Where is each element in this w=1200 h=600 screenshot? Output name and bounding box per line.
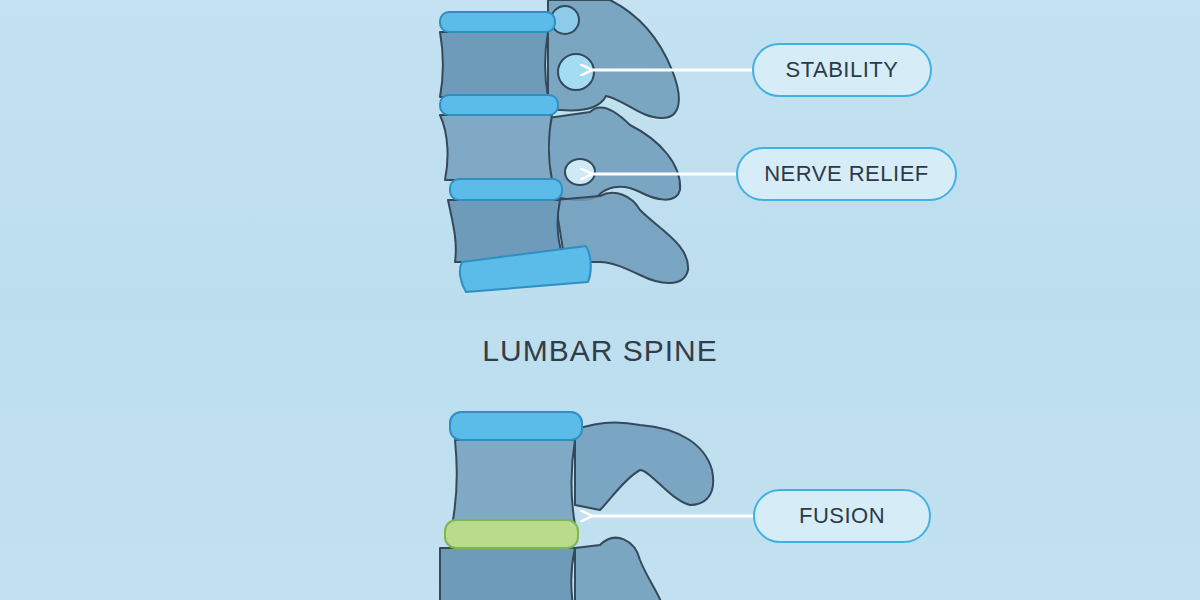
section-title: LUMBAR SPINE	[0, 334, 1200, 368]
label-pill: STABILITY	[752, 43, 932, 97]
pill-text: NERVE RELIEF	[764, 161, 929, 187]
label-pill: NERVE RELIEF	[736, 147, 957, 201]
pill-text: STABILITY	[786, 57, 899, 83]
label-pill: FUSION	[753, 489, 931, 543]
pill-text: FUSION	[799, 503, 885, 529]
